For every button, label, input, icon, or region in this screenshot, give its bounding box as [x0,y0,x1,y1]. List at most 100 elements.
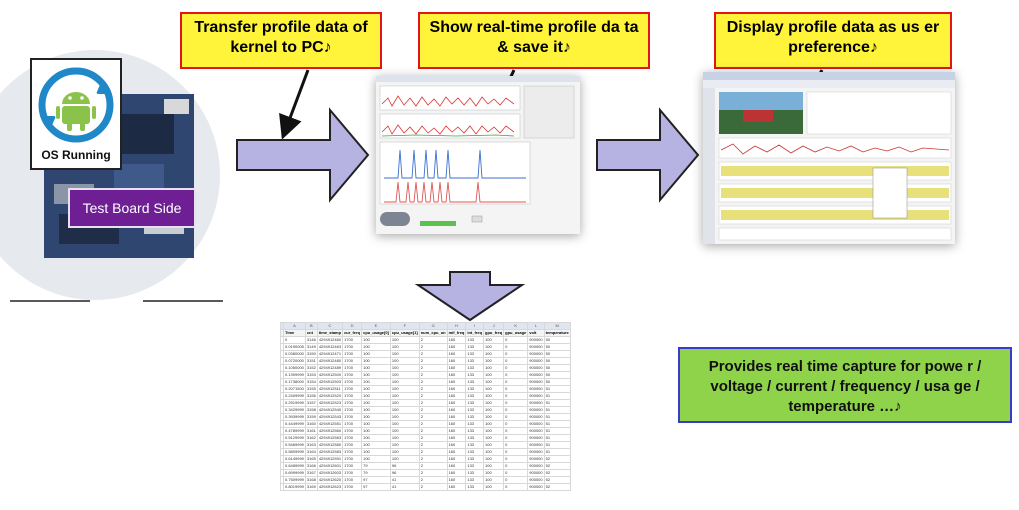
spreadsheet-cell: 100 [361,441,391,449]
spreadsheet-cell: 100 [483,462,505,470]
spreadsheet-cell: 3164 [304,448,318,456]
spreadsheet-cell: 4294912489 [316,364,344,372]
spreadsheet-cell: cur_freq [342,329,363,337]
spreadsheet-cell: 0 [503,448,529,456]
spreadsheet-cell: 100 [361,364,391,372]
spreadsheet-cell: 900000 [527,462,545,470]
spreadsheet-cell: 100 [361,343,391,351]
spreadsheet-cell: 4294912463 [316,343,344,351]
spreadsheet-cell: 100 [361,399,391,407]
spreadsheet-cell: 100 [389,371,420,379]
spreadsheet-cell: 0 [503,371,529,379]
spreadsheet-cell: 160 [446,420,467,428]
spreadsheet-cell: 100 [389,413,420,421]
spreadsheet-cell: 900000 [527,441,545,449]
spreadsheet-cell: 100 [483,406,505,414]
spreadsheet-cell: 100 [389,399,420,407]
realtime-graph-image [376,76,580,234]
spreadsheet-cell: 100 [483,364,505,372]
spreadsheet-cell: 100 [361,420,391,428]
spreadsheet-cell: 0.2919999 [283,399,306,407]
realtime-profile-screenshot [376,76,580,234]
spreadsheet-cell: 100 [389,420,420,428]
spreadsheet-cell: 1700 [342,441,363,449]
spreadsheet-cell: 0 [283,336,306,344]
spreadsheet-cell: 3159 [304,413,318,421]
spreadsheet-cell: 1700 [342,399,363,407]
spreadsheet-cell: 133 [465,406,485,414]
spreadsheet-cell: 160 [446,378,467,386]
spreadsheet-cell: 900000 [527,378,545,386]
spreadsheet-cell: 0 [503,392,529,400]
spreadsheet-cell: 160 [446,462,467,470]
spreadsheet-cell: 50 [543,343,571,351]
spreadsheet-cell: 160 [446,413,467,421]
spreadsheet-cell: 900000 [527,350,545,358]
flow-arrow-right-1 [236,107,370,203]
spreadsheet-cell: 0.6999999 [283,469,306,477]
spreadsheet-cell: 133 [465,364,485,372]
spreadsheet-cell: 100 [483,413,505,421]
spreadsheet-cell: 0 [503,434,529,442]
spreadsheet-cell: int_freq [465,329,485,337]
spreadsheet-cell: 900000 [527,469,545,477]
spreadsheet-cell: 1700 [342,392,363,400]
spreadsheet-cell: 3151 [304,357,318,365]
spreadsheet-cell: 52 [543,483,571,491]
spreadsheet-cell: 133 [465,434,485,442]
spreadsheet-cell: 100 [389,448,420,456]
spreadsheet-cell: 1700 [342,448,363,456]
test-board-side-label: Test Board Side [68,188,196,228]
spreadsheet-cell: 2 [418,364,448,372]
spreadsheet-cell: 2 [418,378,448,386]
spreadsheet-cell: 4294912623 [316,483,344,491]
info-box: Provides real time capture for powe r / … [678,347,1012,423]
spreadsheet-cell: 133 [465,462,485,470]
spreadsheet-cell: 100 [483,378,505,386]
os-running-label: OS Running [41,148,111,162]
spreadsheet-cell: cpu_usage[1] [389,329,420,337]
spreadsheet-cell: 133 [465,441,485,449]
spreadsheet-cell: 1700 [342,378,363,386]
spreadsheet-cell: 0.5809999 [283,448,306,456]
spreadsheet-cell: 4294912511 [316,385,344,393]
spreadsheet-cell: 100 [361,455,391,463]
spreadsheet-cell: 4294912540 [316,406,344,414]
callout-display: Display profile data as us er preference… [714,12,952,69]
spreadsheet-cell: 133 [465,350,485,358]
spreadsheet-cell: 0.1050000 [283,364,306,372]
spreadsheet-cell: 2 [418,406,448,414]
spreadsheet-cell: 100 [361,434,391,442]
spreadsheet-cell: J [483,322,505,330]
spreadsheet-cell: 4294912471 [316,350,344,358]
spreadsheet-cell: 100 [389,343,420,351]
spreadsheet-cell: 3168 [304,476,318,484]
spreadsheet-cell: 4294912520 [316,392,344,400]
spreadsheet-cell: 51 [543,413,571,421]
spreadsheet-cell: 900000 [527,476,545,484]
spreadsheet-cell: 100 [361,448,391,456]
spreadsheet-cell: 2 [418,336,448,344]
spreadsheet-cell: 100 [483,343,505,351]
spreadsheet-cell: 0.3939999 [283,413,306,421]
spreadsheet-cell: 0.8019999 [283,483,306,491]
spreadsheet-cell: M [543,322,571,330]
spreadsheet-cell: 0.2409999 [283,392,306,400]
spreadsheet-cell: 3156 [304,392,318,400]
spreadsheet-cell: C [316,322,344,330]
spreadsheet-cell: 3158 [304,406,318,414]
spreadsheet-cell: 160 [446,336,467,344]
spreadsheet-cell: 100 [483,392,505,400]
spreadsheet-cell: 1700 [342,413,363,421]
spreadsheet-cell: 133 [465,385,485,393]
spreadsheet-cell: 0 [503,455,529,463]
spreadsheet-cell: 0.1738000 [283,378,306,386]
spreadsheet-cell: 4294912551 [316,420,344,428]
spreadsheet-cell: 160 [446,357,467,365]
